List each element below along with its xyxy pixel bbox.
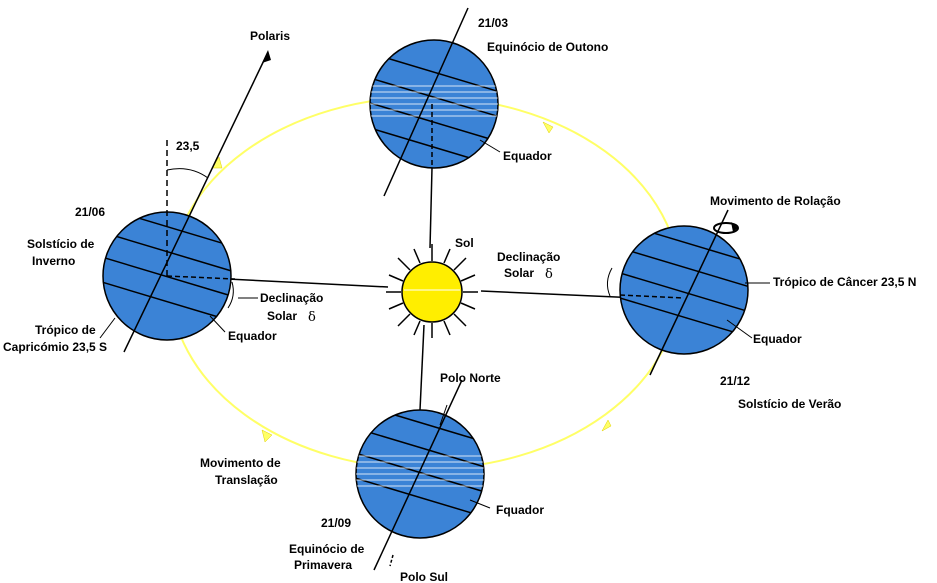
- label-equinocio-primavera-1: Equinócio de: [289, 542, 365, 556]
- label-date-2103: 21/03: [478, 16, 508, 30]
- label-equinocio-primavera-2: Primavera: [294, 558, 352, 572]
- orbit-arrow-top-right: [542, 121, 554, 134]
- label-tropico-capricornio-1: Trópico de: [35, 323, 96, 337]
- earth-equinox-spring: [355, 379, 491, 571]
- label-polaris: Polaris: [250, 29, 290, 43]
- label-tropico-capricornio-2: Capricómio 23,5 S: [3, 340, 107, 354]
- label-sol: Sol: [455, 236, 474, 250]
- label-polo-norte: Polo Norte: [440, 371, 501, 385]
- label-solsticio-verao: Solstício de Verão: [738, 397, 841, 411]
- sun: [386, 244, 478, 338]
- sun-to-bottom-line: [419, 324, 425, 411]
- label-movimento-translacao-1: Movimento de: [200, 456, 281, 470]
- label-delta-left: δ: [308, 310, 316, 325]
- label-declinacao-left-2: Solar: [267, 309, 297, 323]
- orbit-arrow-bottom-right: [601, 419, 612, 432]
- label-equador-top: Equador: [503, 149, 552, 163]
- earth-solstice-summer: [606, 209, 770, 376]
- label-declinacao-left-1: Declinação: [260, 291, 323, 305]
- label-date-2109: 21/09: [321, 516, 351, 530]
- earth-equinox-autumn: [369, 7, 501, 197]
- label-equador-left: Equador: [228, 329, 277, 343]
- label-date-2106: 21/06: [75, 205, 105, 219]
- label-angle-23-5: 23,5: [176, 139, 200, 153]
- label-polo-sul: Polo Sul: [400, 570, 448, 583]
- sun-to-top-line: [429, 167, 433, 249]
- label-date-2112: 21/12: [720, 374, 750, 388]
- label-movimento-rotacao: Movimento de Rolação: [710, 194, 841, 208]
- label-tropico-cancer: Trópico de Câncer 23,5 N: [773, 275, 916, 289]
- label-solsticio-inverno-2: Inverno: [32, 254, 75, 268]
- label-movimento-translacao-2: Translação: [215, 473, 278, 487]
- label-equinocio-outono: Equinócio de Outono: [487, 40, 608, 54]
- label-delta-right: δ: [545, 267, 553, 282]
- label-equador-bottom: Fquador: [496, 503, 544, 517]
- orbit-arrow-bottom-left: [261, 429, 273, 443]
- label-declinacao-right-2: Solar: [504, 266, 534, 280]
- label-equador-right: Equador: [753, 332, 802, 346]
- label-declinacao-right-1: Declinação: [497, 250, 560, 264]
- label-solsticio-inverno-1: Solstício de: [27, 237, 95, 251]
- earth-solstice-winter: [99, 50, 271, 353]
